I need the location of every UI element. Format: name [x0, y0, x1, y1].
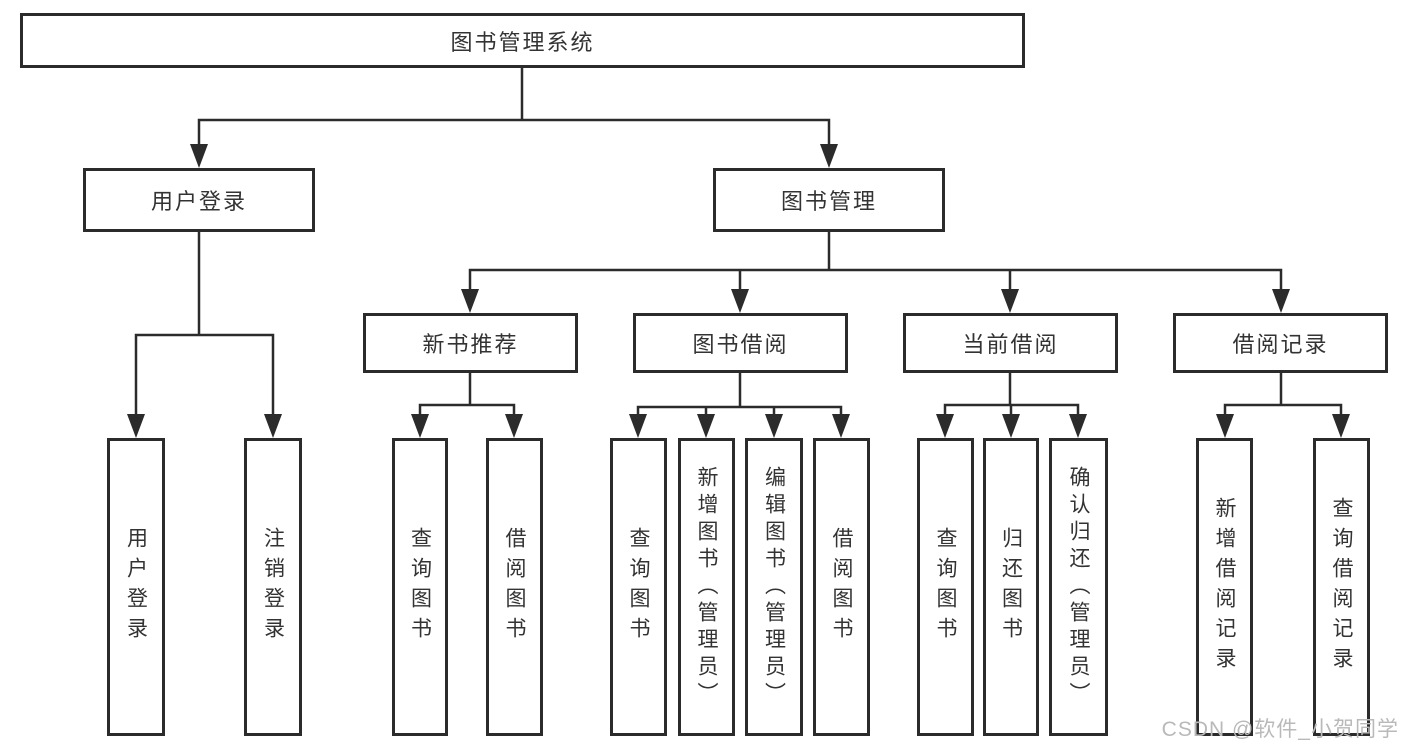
- node-cb-confirm-return-admin: 确认归还（管理员）: [1049, 438, 1108, 736]
- node-nr-query-book: 查询图书: [392, 438, 448, 736]
- node-br-query-borrow-record: 查询借阅记录: [1313, 438, 1370, 736]
- node-cb-return-book: 归还图书: [983, 438, 1039, 736]
- node-library-management-system: 图书管理系统: [20, 13, 1025, 68]
- node-bb-borrow-book: 借阅图书: [813, 438, 870, 736]
- node-user-login: 用户登录: [83, 168, 315, 232]
- csdn-watermark: CSDN @软件_小贺同学: [1161, 718, 1399, 741]
- node-leaf-user-login: 用户登录: [107, 438, 165, 736]
- node-bb-query-book: 查询图书: [610, 438, 667, 736]
- node-bb-edit-book-admin: 编辑图书（管理员）: [745, 438, 803, 736]
- node-cb-query-book: 查询图书: [917, 438, 974, 736]
- node-bb-add-book-admin: 新增图书（管理员）: [678, 438, 735, 736]
- node-book-borrowing: 图书借阅: [633, 313, 848, 373]
- node-br-add-borrow-record: 新增借阅记录: [1196, 438, 1253, 736]
- node-new-book-recommend: 新书推荐: [363, 313, 578, 373]
- node-leaf-logout: 注销登录: [244, 438, 302, 736]
- node-borrowing-records: 借阅记录: [1173, 313, 1388, 373]
- node-book-management: 图书管理: [713, 168, 945, 232]
- node-nr-borrow-book: 借阅图书: [486, 438, 543, 736]
- node-current-borrowing: 当前借阅: [903, 313, 1118, 373]
